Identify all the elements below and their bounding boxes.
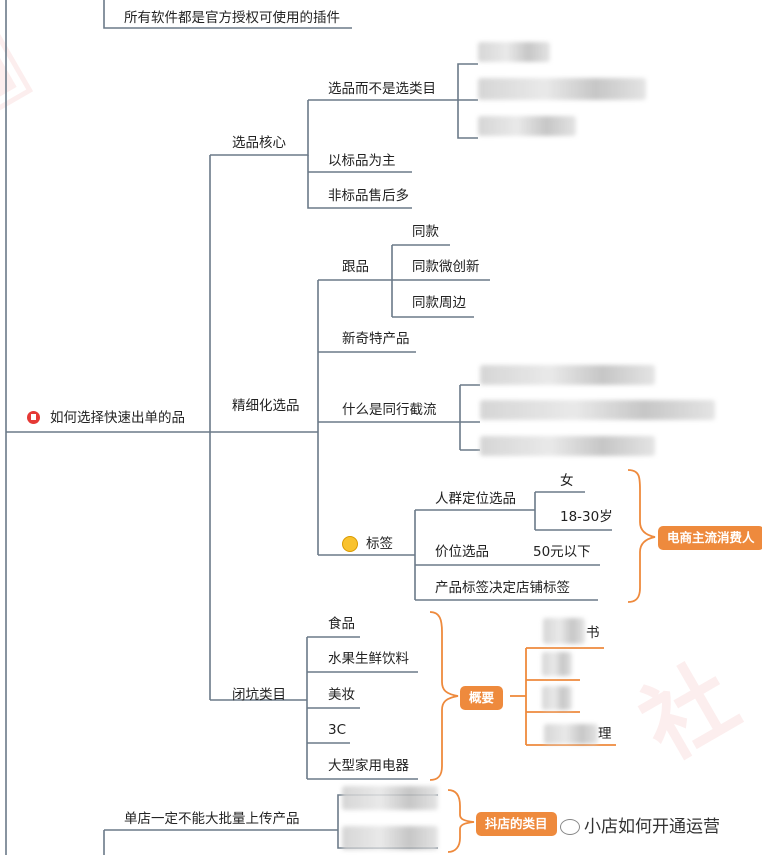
blurred-text (480, 436, 655, 456)
node-no-bulk-upload[interactable]: 单店一定不能大批量上传产品 (124, 811, 300, 827)
node-summary-r4-tail[interactable]: 理 (598, 726, 612, 742)
blurred-text (543, 618, 585, 644)
wechat-watermark: 小店如何开通运营 (560, 812, 720, 837)
node-same[interactable]: 同款 (412, 224, 439, 240)
node-crowd-targeting[interactable]: 人群定位选品 (435, 491, 516, 507)
blurred-text (480, 365, 655, 385)
smile-emoji-icon (342, 536, 358, 552)
node-appliances[interactable]: 大型家用电器 (328, 758, 409, 774)
node-food[interactable]: 食品 (328, 616, 355, 632)
node-intercept[interactable]: 什么是同行截流 (342, 402, 437, 418)
node-beauty[interactable]: 美妆 (328, 687, 355, 703)
blurred-text (480, 400, 715, 420)
node-female[interactable]: 女 (560, 473, 574, 489)
summary-consumer[interactable]: 电商主流消费人 (658, 526, 762, 550)
summary-overview[interactable]: 概要 (460, 686, 504, 710)
blurred-text (544, 724, 598, 744)
root-node[interactable]: 如何选择快速出单的品 (50, 410, 185, 426)
watermark-account-name: 小店如何开通运营 (584, 817, 720, 837)
node-summary-r1-tail[interactable]: 书 (586, 625, 600, 641)
node-selection-core[interactable]: 选品核心 (232, 135, 286, 151)
blurred-text (478, 116, 576, 136)
node-fine-selection[interactable]: 精细化选品 (232, 398, 300, 414)
wechat-icon (560, 819, 580, 835)
blurred-text (342, 826, 438, 850)
node-age-range[interactable]: 18-30岁 (560, 509, 613, 525)
node-top-item: 所有软件都是官方授权可使用的插件 (124, 10, 340, 26)
node-same-innovation[interactable]: 同款微创新 (412, 259, 480, 275)
node-3c[interactable]: 3C (328, 722, 347, 738)
node-price-selection[interactable]: 价位选品 (435, 544, 489, 560)
node-select-not-category[interactable]: 选品而不是选类目 (328, 81, 436, 97)
node-tag[interactable]: 标签 (366, 536, 393, 552)
node-same-peripheral[interactable]: 同款周边 (412, 295, 466, 311)
node-follow[interactable]: 跟品 (342, 259, 369, 275)
node-product-tag[interactable]: 产品标签决定店铺标签 (435, 580, 570, 596)
summary-shop-category[interactable]: 抖店的类目 (476, 812, 557, 836)
blurred-text (478, 42, 550, 62)
flag-icon (27, 411, 40, 424)
node-price-value[interactable]: 50元以下 (533, 544, 591, 560)
node-novel-products[interactable]: 新奇特产品 (342, 331, 410, 347)
blurred-text (542, 652, 572, 676)
blurred-text (342, 786, 438, 810)
node-fruit[interactable]: 水果生鲜饮料 (328, 651, 409, 667)
blurred-text (478, 78, 646, 100)
node-nonstandard[interactable]: 非标品售后多 (328, 188, 409, 204)
blurred-text (542, 686, 572, 710)
node-avoid-categories[interactable]: 闭坑类目 (232, 687, 286, 703)
node-standard-goods[interactable]: 以标品为主 (328, 153, 396, 169)
